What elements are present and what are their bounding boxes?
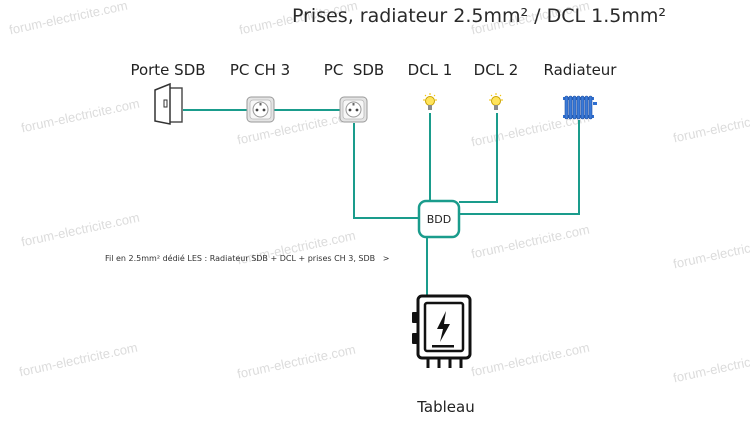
bulb-icon — [423, 93, 437, 110]
label-porte-sdb: Porte SDB — [130, 61, 206, 79]
diagram-title: Prises, radiateur 2.5mm² / DCL 1.5mm² — [292, 5, 666, 27]
radiator-icon — [563, 95, 597, 120]
bdd-label: BDD — [427, 213, 452, 226]
wires — [183, 109, 580, 296]
wire-radiateur-bdd — [459, 120, 580, 215]
label-dcl2: DCL 2 — [473, 61, 519, 79]
bdd-junction-box: BDD — [417, 199, 461, 239]
bulb-icon — [489, 93, 503, 110]
label-pc-ch3: PC CH 3 — [229, 61, 291, 79]
socket-icon — [339, 96, 368, 123]
label-radiateur: Radiateur — [543, 61, 617, 79]
wire-pc-sdb-bdd — [353, 123, 419, 219]
wire-note: Fil en 2.5mm² dédié LES : Radiateur SDB … — [105, 254, 390, 263]
label-tableau: Tableau — [417, 398, 475, 416]
label-pc-sdb: PC SDB — [323, 61, 385, 79]
wire-dcl2-bdd — [459, 113, 498, 203]
electrical-panel-icon — [412, 294, 472, 368]
label-dcl1: DCL 1 — [407, 61, 453, 79]
socket-icon — [246, 96, 275, 123]
door-icon — [154, 82, 183, 125]
